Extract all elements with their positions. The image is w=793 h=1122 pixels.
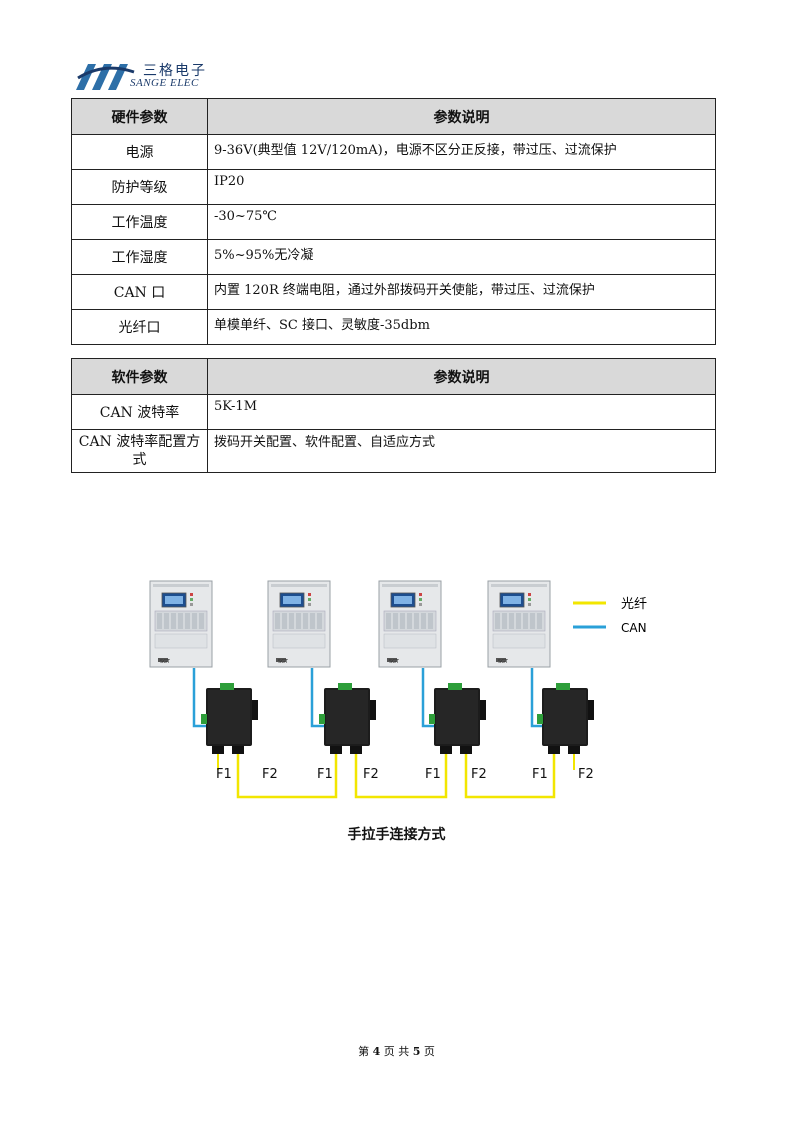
param-value: 单模单纤、SC 接口、灵敏度-35dbm	[207, 309, 716, 345]
param-value: 拨码开关配置、软件配置、自适应方式	[207, 429, 716, 473]
param-name: CAN 波特率	[71, 394, 208, 430]
can-cable	[530, 668, 542, 728]
brand-name-cn: 三格电子	[143, 63, 207, 79]
fire-alarm-panel: SGT	[149, 580, 213, 668]
param-value: 内置 120R 终端电阻，通过外部拨码开关使能，带过压、过流保护	[207, 274, 716, 310]
fiber-converter	[537, 683, 594, 754]
param-name: CAN 波特率配置方式	[71, 429, 208, 473]
brand-name-en: SANGE ELEC	[130, 77, 199, 89]
can-cable	[421, 668, 434, 728]
fiber-cable	[236, 754, 338, 799]
table-row: 光纤口 单模单纤、SC 接口、灵敏度-35dbm	[71, 309, 716, 345]
table-row: CAN 波特率配置方式 拨码开关配置、软件配置、自适应方式	[71, 429, 716, 473]
param-name: CAN 口	[71, 274, 208, 310]
panel-badge: SGT	[498, 659, 509, 665]
port-label: F1	[216, 767, 232, 782]
port-label: F1	[425, 767, 441, 782]
fiber-converter	[319, 683, 376, 754]
param-name: 工作温度	[71, 204, 208, 240]
fire-alarm-panel: SGT	[267, 580, 331, 668]
table-row: 防护等级 IP20	[71, 169, 716, 205]
port-label: F2	[578, 767, 594, 782]
fiber-converter	[429, 683, 486, 754]
panel-badge: SGT	[278, 659, 289, 665]
panel-badge: SGT	[160, 659, 171, 665]
port-label: F2	[363, 767, 379, 782]
param-name: 光纤口	[71, 309, 208, 345]
footer-suffix: 页	[423, 1045, 435, 1058]
software-params-table: 软件参数 参数说明 CAN 波特率 5K-1M CAN 波特率配置方式 拨码开关…	[71, 358, 716, 473]
param-value: 5K-1M	[207, 394, 716, 430]
port-label: F2	[471, 767, 487, 782]
table-row: CAN 口 内置 120R 终端电阻，通过外部拨码开关使能，带过压、过流保护	[71, 274, 716, 310]
fire-alarm-panel: SGT	[487, 580, 551, 668]
legend-can-label: CAN	[621, 621, 647, 635]
port-label: F2	[262, 767, 278, 782]
fire-alarm-panel: SGT	[378, 580, 442, 668]
fiber-cable	[354, 754, 448, 799]
table-row: 电源 9-36V(典型值 12V/120mA)，电源不区分正反接，带过压、过流保…	[71, 134, 716, 170]
header-description: 参数说明	[207, 358, 716, 395]
hardware-params-table: 硬件参数 参数说明 电源 9-36V(典型值 12V/120mA)，电源不区分正…	[71, 98, 716, 345]
param-name: 工作湿度	[71, 239, 208, 275]
brand-logo	[76, 64, 135, 90]
footer-prefix: 第	[358, 1045, 370, 1058]
header-software-param: 软件参数	[71, 358, 208, 395]
port-label: F1	[532, 767, 548, 782]
port-label: F1	[317, 767, 333, 782]
panel-badge: SGT	[389, 659, 400, 665]
page-number: 4	[372, 1045, 381, 1058]
can-cable	[192, 668, 206, 728]
diagram-caption: 手拉手连接方式	[347, 827, 446, 843]
param-value: IP20	[207, 169, 716, 205]
page-footer: 第 4 页 共 5 页	[0, 1043, 793, 1059]
fiber-converter	[201, 683, 258, 754]
footer-mid: 页 共	[383, 1045, 410, 1058]
table-row: CAN 波特率 5K-1M	[71, 394, 716, 430]
fiber-cable	[464, 754, 556, 799]
can-cable	[310, 668, 324, 728]
page-total: 5	[412, 1045, 421, 1058]
legend-fiber-label: 光纤	[621, 597, 647, 612]
header-description: 参数说明	[207, 98, 716, 135]
param-value: 9-36V(典型值 12V/120mA)，电源不区分正反接，带过压、过流保护	[207, 134, 716, 170]
